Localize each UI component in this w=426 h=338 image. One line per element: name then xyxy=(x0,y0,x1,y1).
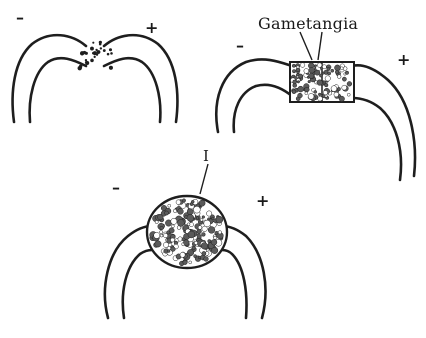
zygospore-marker-label: I xyxy=(203,147,209,165)
stage-2-left-hypha xyxy=(216,59,292,132)
stage-1-right-hypha xyxy=(104,35,177,122)
contact-dot xyxy=(90,47,94,51)
zygospore-pointer xyxy=(200,164,208,194)
stage-1-left-hypha xyxy=(13,35,86,122)
stage-1-contact xyxy=(13,35,178,122)
stage-2-plus-sign: + xyxy=(397,52,410,68)
contact-dot xyxy=(85,61,89,65)
stage-2-gametangia xyxy=(216,32,415,180)
contact-dot xyxy=(90,59,94,63)
stage-3-zygospore xyxy=(105,164,266,318)
gametangia-label: Gametangia xyxy=(258,14,358,33)
contact-dot xyxy=(109,48,112,51)
stage-2-minus-sign: – xyxy=(236,38,244,54)
stage-3-minus-sign: – xyxy=(112,180,120,196)
contact-dot xyxy=(110,52,113,55)
contact-dot xyxy=(92,52,95,55)
contact-dot xyxy=(103,49,106,52)
stage-1-minus-sign: – xyxy=(16,10,24,26)
stage-1-plus-sign: + xyxy=(145,20,158,36)
contact-dot xyxy=(94,56,96,58)
stage-3-left-hypha xyxy=(105,226,152,318)
contact-dot xyxy=(107,53,110,56)
contact-dot xyxy=(99,43,102,46)
stage-3-plus-sign: + xyxy=(256,193,269,209)
gametangia-pointer xyxy=(300,32,322,60)
contact-dot xyxy=(79,67,82,70)
contact-dot xyxy=(109,66,113,70)
contact-dot xyxy=(85,59,87,61)
contact-dot xyxy=(100,47,102,49)
contact-dot xyxy=(97,50,101,54)
stage-3-right-hypha xyxy=(222,226,265,318)
gametangia-pair xyxy=(290,62,354,102)
contact-dot xyxy=(83,51,86,54)
contact-dot xyxy=(92,42,94,44)
stage-2-right-hypha xyxy=(352,65,415,180)
